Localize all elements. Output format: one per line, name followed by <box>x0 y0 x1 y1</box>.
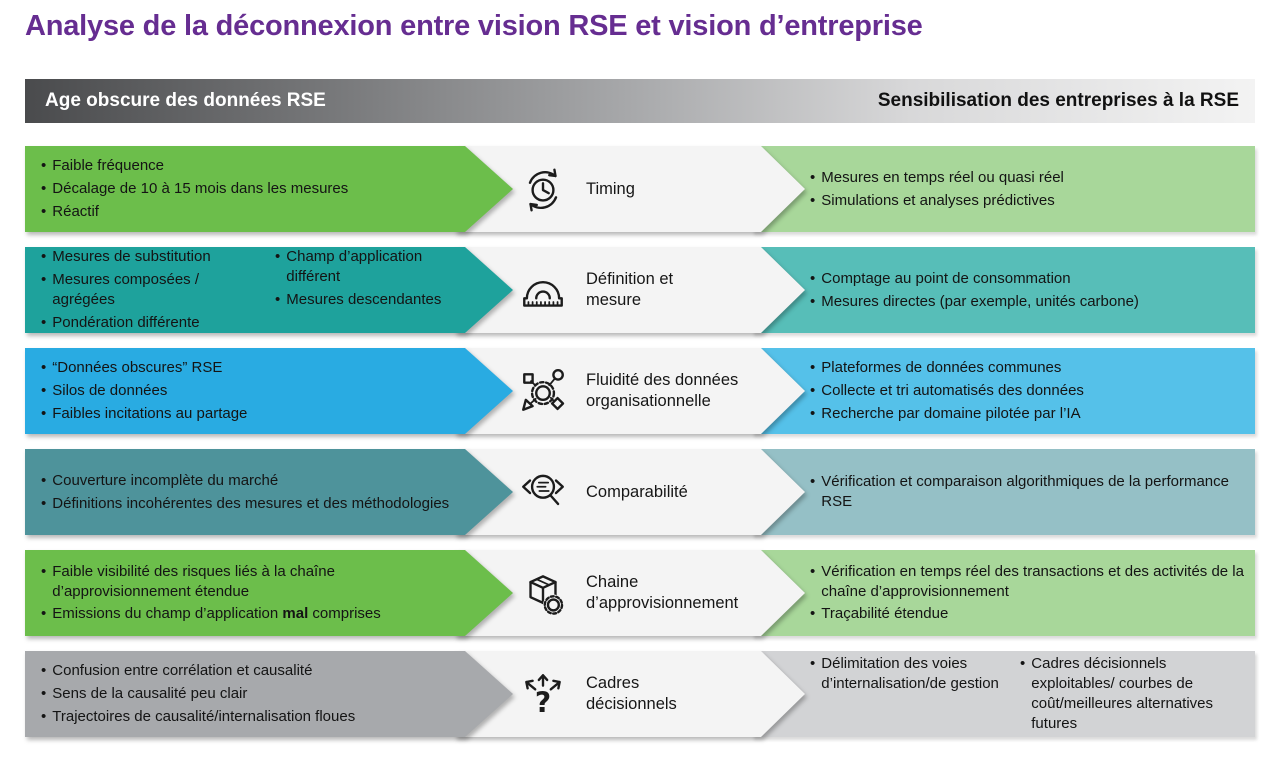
list-item: Plateformes de données communes <box>810 358 1247 378</box>
bullet-columns: Délimitation des voies d’internalisation… <box>810 654 1247 733</box>
left-arrow: Faible visibilité des risques liés à la … <box>25 550 513 636</box>
right-panel: Vérification et comparaison algorithmiqu… <box>752 449 1255 535</box>
right-panel: Comptage au point de consommation Mesure… <box>752 247 1255 333</box>
list-item: Emissions du champ d’application mal com… <box>41 604 451 624</box>
list-item: Faibles incitations au partage <box>41 404 451 424</box>
list-item: Confusion entre corrélation et causalité <box>41 661 451 681</box>
bullet-columns: Mesures de substitution Mesures composée… <box>41 247 451 332</box>
row-label: Définition et mesure <box>586 270 674 309</box>
comparison-magnifier-icon <box>517 466 569 518</box>
list-item: Couverture incomplète du marché <box>41 471 451 491</box>
row-definition-mesure: Comptage au point de consommation Mesure… <box>0 247 1280 333</box>
left-arrow: Faible fréquence Décalage de 10 à 15 moi… <box>25 146 513 232</box>
center-label-band: Timing <box>455 146 805 232</box>
right-panel: Vérification en temps réel des transacti… <box>752 550 1255 636</box>
bullet-column: Cadres décisionnels exploitables/ courbe… <box>1020 654 1247 733</box>
list-item: “Données obscures” RSE <box>41 358 451 378</box>
header-left-label: Age obscure des données RSE <box>45 90 326 111</box>
list-item: Silos de données <box>41 381 451 401</box>
gear-network-icon <box>517 365 569 417</box>
left-arrow: Mesures de substitution Mesures composée… <box>25 247 513 333</box>
svg-text:?: ? <box>535 687 551 720</box>
list-item: Collecte et tri automatisés des données <box>810 381 1247 401</box>
bullet-text: Emissions du champ d’application mal com… <box>52 605 381 623</box>
list-item: Mesures directes (par exemple, unités ca… <box>810 292 1247 312</box>
list-item: Faible fréquence <box>41 156 451 176</box>
center-label-band: ? Cadres décisionnels <box>455 651 805 737</box>
list-item: Cadres décisionnels exploitables/ courbe… <box>1020 654 1247 733</box>
left-arrow: Confusion entre corrélation et causalité… <box>25 651 513 737</box>
row-label: Timing <box>586 179 635 198</box>
list-item: Faible visibilité des risques liés à la … <box>41 562 451 602</box>
list-item: Mesures en temps réel ou quasi réel <box>810 168 1247 188</box>
list-item: Trajectoires de causalité/internalisatio… <box>41 707 451 727</box>
list-item: Pondération différente <box>41 313 265 333</box>
list-item: Sens de la causalité peu clair <box>41 684 451 704</box>
bullet-column: Champ d’application différent Mesures de… <box>275 247 451 309</box>
left-arrow: “Données obscures” RSE Silos de données … <box>25 348 513 434</box>
right-panel: Plateformes de données communes Collecte… <box>752 348 1255 434</box>
bullet-column: Mesures de substitution Mesures composée… <box>41 247 265 332</box>
right-panel: Mesures en temps réel ou quasi réel Simu… <box>752 146 1255 232</box>
center-label-band: Définition et mesure <box>455 247 805 333</box>
row-label: Fluidité des données organisationnelle <box>586 371 739 410</box>
list-item: Mesures composées / agrégées <box>41 270 265 310</box>
center-label-band: Comparabilité <box>455 449 805 535</box>
center-label-band: Fluidité des données organisationnelle <box>455 348 805 434</box>
protractor-icon <box>517 264 569 316</box>
list-item: Définitions incohérentes des mesures et … <box>41 494 451 514</box>
row-comparabilite: Vérification et comparaison algorithmiqu… <box>0 449 1280 535</box>
left-arrow: Couverture incomplète du marché Définiti… <box>25 449 513 535</box>
row-fluidite-donnees: Plateformes de données communes Collecte… <box>0 348 1280 434</box>
bullet-column: Délimitation des voies d’internalisation… <box>810 654 1010 694</box>
list-item: Vérification et comparaison algorithmiqu… <box>810 472 1247 512</box>
list-item: Réactif <box>41 202 451 222</box>
list-item: Mesures descendantes <box>275 290 451 310</box>
row-timing: Mesures en temps réel ou quasi réel Simu… <box>0 146 1280 232</box>
decision-arrows-icon: ? <box>517 668 569 720</box>
row-chaine-approvisionnement: Vérification en temps réel des transacti… <box>0 550 1280 636</box>
list-item: Simulations et analyses prédictives <box>810 191 1247 211</box>
list-item: Décalage de 10 à 15 mois dans les mesure… <box>41 179 451 199</box>
header-right-label: Sensibilisation des entreprises à la RSE <box>877 90 1239 111</box>
page-title: Analyse de la déconnexion entre vision R… <box>25 10 923 42</box>
list-item: Recherche par domaine pilotée par l’IA <box>810 404 1247 424</box>
list-item: Délimitation des voies d’internalisation… <box>810 654 1010 694</box>
row-label: Cadres décisionnels <box>586 674 677 713</box>
row-cadres-decisionnels: Délimitation des voies d’internalisation… <box>0 651 1280 737</box>
row-label: Comparabilité <box>586 482 688 501</box>
list-item: Vérification en temps réel des transacti… <box>810 562 1247 602</box>
package-gear-icon <box>517 567 569 619</box>
clock-cycle-icon <box>517 163 569 215</box>
header-gradient-bar: Age obscure des données RSE Sensibilisat… <box>25 79 1255 123</box>
list-item: Comptage au point de consommation <box>810 269 1247 289</box>
center-label-band: Chaine d’approvisionnement <box>455 550 805 636</box>
right-panel: Délimitation des voies d’internalisation… <box>752 651 1255 737</box>
row-label: Chaine d’approvisionnement <box>586 573 739 612</box>
list-item: Traçabilité étendue <box>810 604 1247 624</box>
list-item: Mesures de substitution <box>41 247 265 267</box>
list-item: Champ d’application différent <box>275 247 451 287</box>
